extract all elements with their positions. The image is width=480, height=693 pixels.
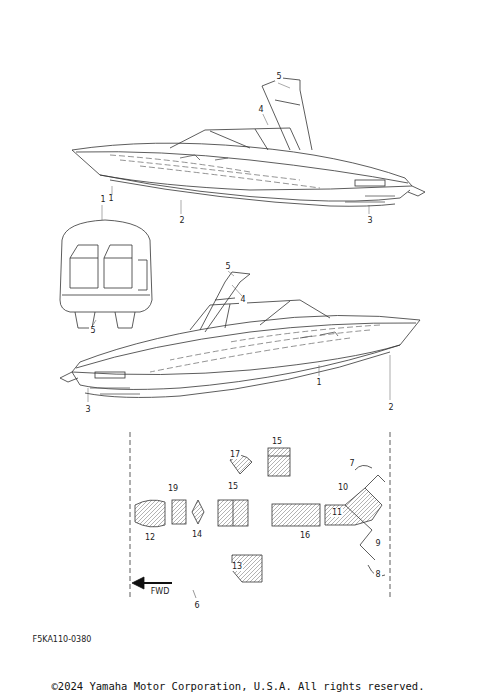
copyright-notice: ©2024 Yamaha Motor Corporation, U.S.A. A… <box>51 681 426 692</box>
callout-number: 2 <box>178 217 185 225</box>
top-boat <box>72 78 425 214</box>
callout-number: 5 <box>224 263 231 271</box>
callout-number: 12 <box>144 534 156 542</box>
callout-number: 16 <box>299 532 311 540</box>
callout-number: 4 <box>257 106 264 114</box>
callout-number: 7 <box>348 460 355 468</box>
callout-number: 15 <box>227 483 239 491</box>
callout-number: 19 <box>167 485 179 493</box>
callout-number: 3 <box>84 406 91 414</box>
callout-number: 2 <box>387 404 394 412</box>
callout-number: 3 <box>366 217 373 225</box>
figure-code: F5KA110-0380 <box>32 636 93 644</box>
callout-number: 1 <box>107 195 114 203</box>
callout-number: 1 <box>99 196 106 204</box>
callout-number: 5 <box>275 73 282 81</box>
stern-view <box>60 205 152 328</box>
callout-number: 15 <box>271 438 283 446</box>
callout-number: 6 <box>193 602 200 610</box>
callout-number: 10 <box>337 484 349 492</box>
callout-number: 13 <box>231 563 243 571</box>
middle-boat <box>60 271 420 402</box>
decal-detail <box>130 432 390 600</box>
callout-number: 9 <box>374 540 381 548</box>
callout-number: 17 <box>229 451 241 459</box>
direction-label: FWD <box>150 588 171 596</box>
callout-number: 11 <box>331 509 343 517</box>
callout-number: 14 <box>191 531 203 539</box>
callout-number: 5 <box>89 327 96 335</box>
callout-number: 1 <box>315 379 322 387</box>
callout-number: 8 <box>374 571 381 579</box>
callout-number: 4 <box>239 296 246 304</box>
